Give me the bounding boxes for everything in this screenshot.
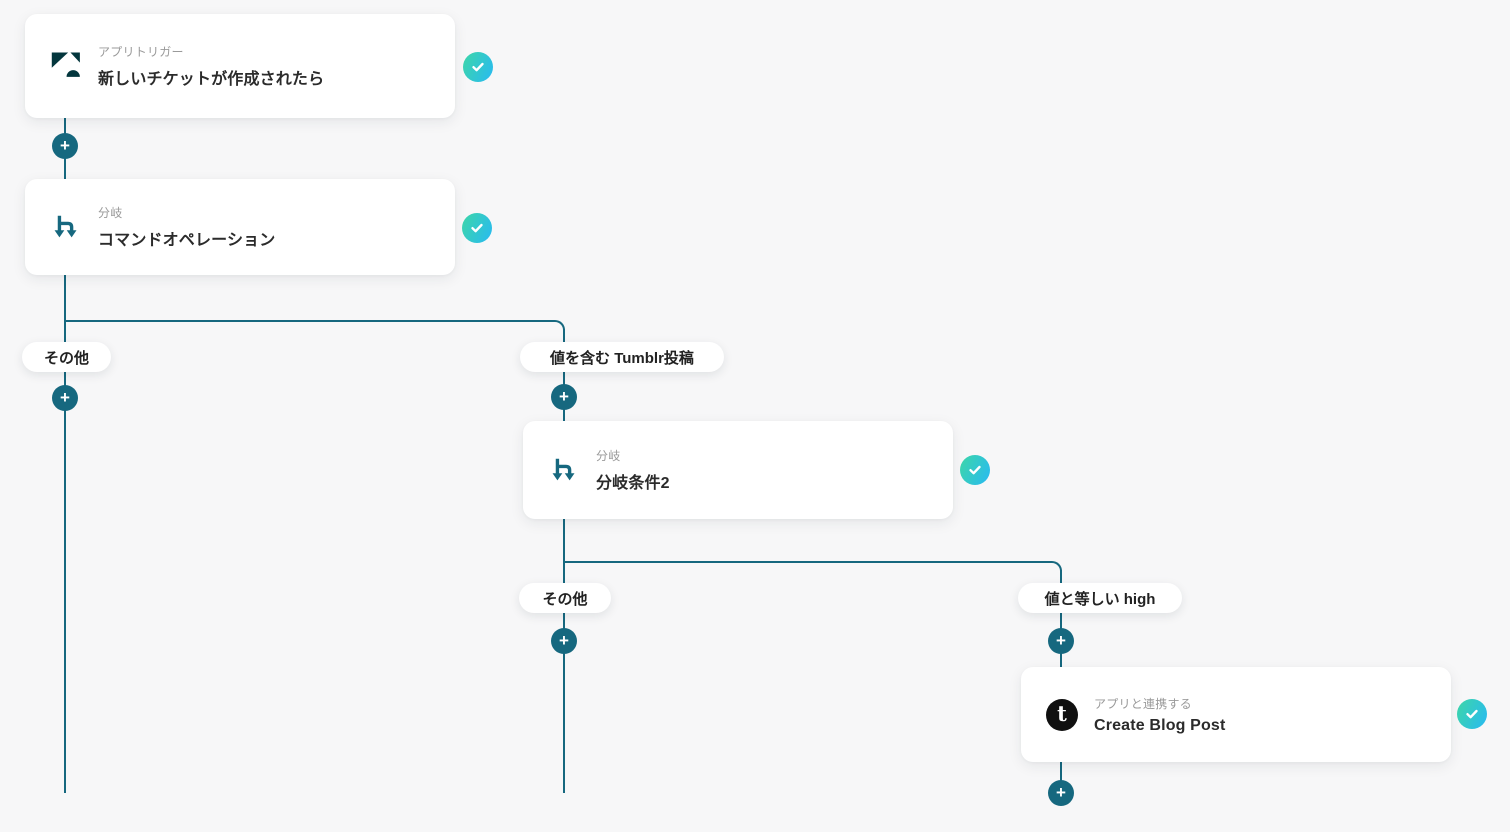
branch-label-condition: 値と等しい high: [1018, 583, 1182, 613]
node-card-tumblr-action[interactable]: t アプリと連携する Create Blog Post: [1021, 667, 1451, 762]
node-title: 新しいチケットが作成されたら: [98, 71, 325, 88]
connector-branch2-left-column: [563, 519, 565, 793]
node-title: Create Blog Post: [1094, 716, 1226, 734]
add-step-button[interactable]: +: [52, 385, 78, 411]
connector-branch2-horizontal: [563, 561, 1052, 563]
connector-branch1-corner: [555, 320, 565, 330]
connector-branch1-right-drop: [563, 329, 565, 421]
add-step-button[interactable]: +: [52, 133, 78, 159]
branch-label-other: その他: [22, 342, 111, 372]
node-card-branch2[interactable]: 分岐 分岐条件2: [523, 421, 953, 519]
branch-label-other: その他: [519, 583, 611, 613]
status-check-badge: [960, 455, 990, 485]
status-check-badge: [462, 213, 492, 243]
branch-icon: [50, 211, 82, 243]
node-card-trigger[interactable]: アプリトリガー 新しいチケットが作成されたら: [25, 14, 455, 118]
tumblr-icon: t: [1046, 698, 1078, 731]
connector-after-tumblr: [1060, 762, 1062, 785]
status-check-badge: [1457, 699, 1487, 729]
branch-icon: [548, 454, 580, 486]
node-card-branch1[interactable]: 分岐 コマンドオペレーション: [25, 179, 455, 275]
status-check-badge: [463, 52, 493, 82]
node-title: 分岐条件2: [596, 475, 670, 492]
node-type-label: 分岐: [98, 206, 123, 220]
connector-branch2-corner: [1052, 561, 1062, 571]
node-title: コマンドオペレーション: [98, 232, 276, 249]
add-step-button[interactable]: +: [551, 628, 577, 654]
connector-branch1-horizontal: [64, 320, 555, 322]
connector-branch2-right-drop: [1060, 570, 1062, 667]
add-step-button[interactable]: +: [551, 384, 577, 410]
node-type-label: アプリトリガー: [98, 45, 184, 59]
add-step-button[interactable]: +: [1048, 628, 1074, 654]
branch-label-condition: 値を含む Tumblr投稿: [520, 342, 724, 372]
add-step-button[interactable]: +: [1048, 780, 1074, 806]
zendesk-icon: [50, 50, 82, 82]
connector-branch1-left-column: [64, 275, 66, 793]
node-type-label: アプリと連携する: [1094, 696, 1192, 711]
node-type-label: 分岐: [596, 449, 621, 463]
